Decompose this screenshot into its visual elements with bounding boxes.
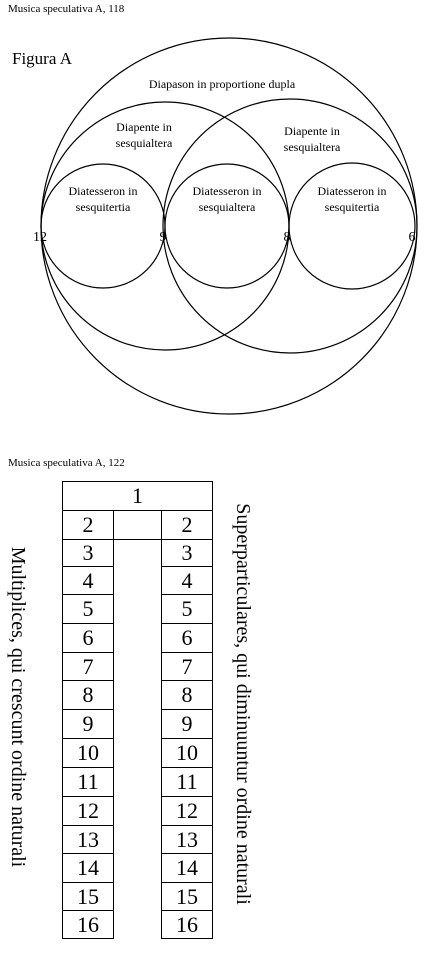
- right-column-cell: 13: [161, 825, 213, 854]
- number-6: 6: [409, 230, 416, 245]
- right-column-cell: 15: [161, 882, 213, 911]
- right-column-cell: 8: [161, 680, 213, 710]
- left-column-cell: 2: [62, 510, 114, 540]
- number-8: 8: [284, 230, 291, 245]
- right-column-cell: 2: [161, 510, 213, 540]
- diapente-circle-right: [162, 98, 418, 354]
- right-column-cell: 9: [161, 709, 213, 739]
- right-side-caption: Superparticulares, qui diminuuntur ordin…: [232, 503, 254, 905]
- left-side-caption: Multiplices, qui crescunt ordine natural…: [7, 546, 29, 868]
- figure-a-caption: Musica speculativa A, 118: [8, 3, 125, 15]
- left-column-cell: 6: [62, 623, 114, 653]
- right-column-cell: 3: [161, 539, 213, 567]
- diapente-left-label-2: sesquialtera: [116, 136, 173, 150]
- left-column-cell: 4: [62, 566, 114, 595]
- diapente-right-label-1: Diapente in: [284, 124, 340, 138]
- diatesseron-right-label-2: sesquitertia: [325, 200, 380, 214]
- left-column-cell: 7: [62, 652, 114, 681]
- diapason-circle: [40, 37, 418, 415]
- left-column-cell: 10: [62, 738, 114, 768]
- left-column-cell: 5: [62, 594, 114, 624]
- diatesseron-circle-mid: [164, 163, 290, 289]
- right-column-cell: 11: [161, 767, 213, 797]
- table-top-cell: 1: [62, 481, 213, 511]
- right-column-cell: 7: [161, 652, 213, 681]
- left-column-cell: 14: [62, 853, 114, 883]
- number-9: 9: [160, 230, 167, 245]
- diatesseron-right-label-1: Diatesseron in: [318, 184, 387, 198]
- left-column-cell: 12: [62, 796, 114, 826]
- left-column-cell: 3: [62, 539, 114, 567]
- table-gap-cell: [113, 510, 162, 540]
- right-column-cell: 6: [161, 623, 213, 653]
- number-12: 12: [33, 230, 47, 245]
- circle-diagram: Diapason in proportione dupla Diapente i…: [33, 37, 418, 415]
- right-column-cell: 12: [161, 796, 213, 826]
- right-column-cell: 5: [161, 594, 213, 624]
- left-column-cell: 16: [62, 910, 114, 939]
- diapente-left-label-1: Diapente in: [116, 120, 172, 134]
- left-column-cell: 9: [62, 709, 114, 739]
- right-column-cell: 14: [161, 853, 213, 883]
- diatesseron-left-label-1: Diatesseron in: [69, 184, 138, 198]
- diatesseron-mid-label-1: Diatesseron in: [193, 184, 262, 198]
- left-column-cell: 11: [62, 767, 114, 797]
- left-column-cell: 8: [62, 680, 114, 710]
- diapason-label: Diapason in proportione dupla: [149, 77, 296, 91]
- diatesseron-left-label-2: sesquitertia: [76, 200, 131, 214]
- figure-a-title: Figura A: [12, 49, 72, 68]
- left-column-cell: 13: [62, 825, 114, 854]
- diatesseron-mid-label-2: sesquialtera: [199, 200, 256, 214]
- left-column-cell: 15: [62, 882, 114, 911]
- diatesseron-circle-left: [40, 163, 166, 289]
- right-column-cell: 4: [161, 566, 213, 595]
- diapente-right-label-2: sesquialtera: [284, 140, 341, 154]
- table-figure-caption: Musica speculativa A, 122: [8, 457, 125, 469]
- right-column-cell: 16: [161, 910, 213, 939]
- right-column-cell: 10: [161, 738, 213, 768]
- diatesseron-circle-right: [288, 162, 416, 290]
